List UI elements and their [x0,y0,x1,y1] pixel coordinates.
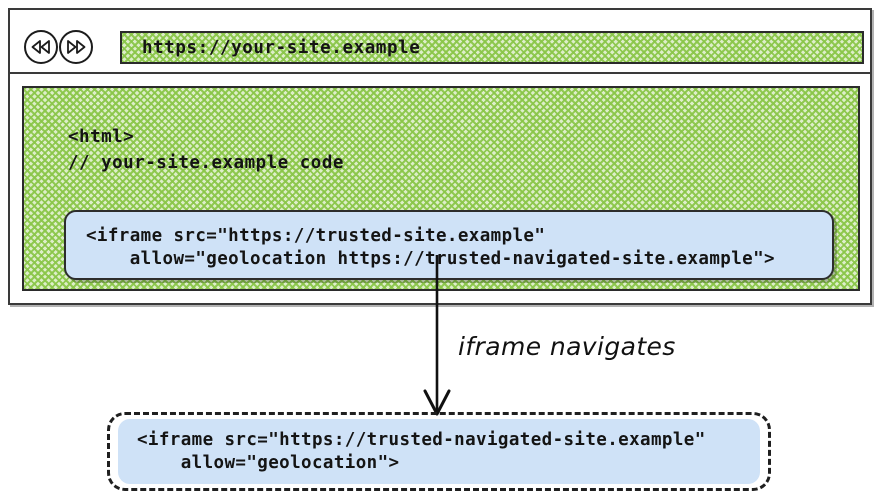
forward-button[interactable] [59,30,93,64]
browser-toolbar: https://your-site.example [10,10,870,74]
navigated-iframe-box [118,419,760,484]
page-content-panel: <html> // your-site.example code <iframe… [22,86,860,291]
embedded-iframe-allow-line: allow="geolocation https://trusted-navig… [86,249,775,269]
navigated-iframe-dashed-outline [107,412,771,491]
embedded-iframe-src-line: <iframe src="https://trusted-site.exampl… [86,226,546,246]
navigated-iframe-src-line: <iframe src="https://trusted-navigated-s… [137,430,706,450]
rewind-double-triangle-icon [31,40,50,54]
browser-window: https://your-site.example <html> // your… [8,8,872,305]
navigated-iframe-code: <iframe src="https://trusted-navigated-s… [137,429,706,475]
embedded-iframe-code: <iframe src="https://trusted-site.exampl… [86,225,775,271]
code-line-comment: // your-site.example code [68,153,344,173]
annotation-iframe-navigates: iframe navigates [458,332,676,361]
fast-forward-double-triangle-icon [67,40,86,54]
navigated-iframe-allow-line: allow="geolocation"> [137,453,400,473]
url-text: https://your-site.example [142,37,421,58]
embedded-iframe-box: <iframe src="https://trusted-site.exampl… [64,210,834,280]
url-bar[interactable]: https://your-site.example [120,31,864,64]
back-button[interactable] [24,30,58,64]
code-line-html-tag: <html> [68,127,135,147]
page-source-code: <html> // your-site.example code [68,124,344,176]
